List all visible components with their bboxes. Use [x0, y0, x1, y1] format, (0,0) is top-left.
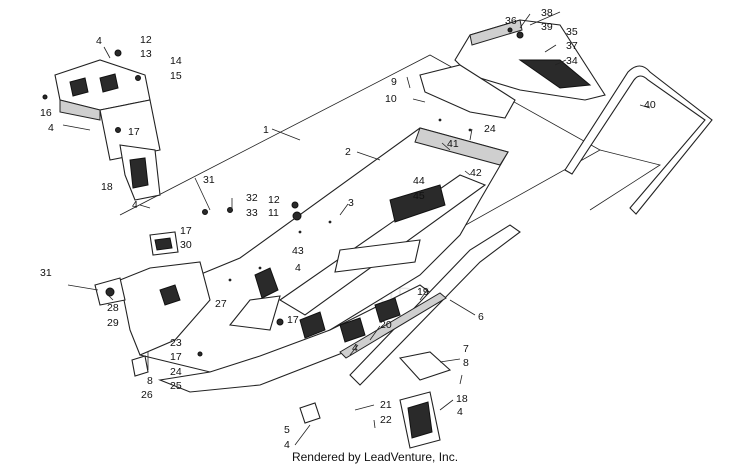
callout-4-c: 4 [132, 199, 138, 211]
callout-18-b: 18 [456, 393, 468, 405]
callout-4-d: 4 [295, 262, 301, 274]
callout-7: 7 [463, 343, 469, 355]
left-side-rail [157, 267, 442, 393]
leader-lines [62, 11, 651, 446]
seat-base [454, 19, 606, 101]
callout-4-a: 4 [96, 35, 102, 47]
callout-8-b: 8 [147, 375, 153, 387]
callout-30: 30 [180, 239, 192, 251]
callout-5: 5 [284, 424, 290, 436]
callout-23: 23 [170, 337, 182, 349]
callout-27: 27 [215, 298, 227, 310]
callout-19: 19 [417, 286, 429, 298]
callout-28: 28 [107, 302, 119, 314]
bracket-30 [149, 231, 179, 256]
footrest-plate-right [399, 391, 441, 449]
callout-34: 34 [566, 55, 578, 67]
callout-13: 13 [140, 48, 152, 60]
callout-16: 16 [40, 107, 52, 119]
footrest-plate-left [119, 144, 161, 201]
callout-24-a: 24 [484, 123, 496, 135]
callout-9: 9 [391, 76, 397, 88]
callout-22: 22 [380, 414, 392, 426]
callout-3: 3 [348, 197, 354, 209]
callout-12-a: 12 [140, 34, 152, 46]
fasteners [42, 27, 524, 357]
bracket-7 [398, 351, 452, 381]
callout-41: 41 [447, 138, 459, 150]
callout-31-a: 31 [203, 174, 215, 186]
callout-labels: 1 2 3 4 4 4 4 4 4 4 5 6 7 8 8 9 10 11 12… [40, 7, 656, 451]
footer-credit: Rendered by LeadVenture, Inc. [291, 450, 459, 464]
rail-19 [339, 292, 447, 359]
callout-2: 2 [345, 146, 351, 158]
callout-40: 40 [644, 99, 656, 111]
callout-17-b: 17 [180, 225, 192, 237]
rear-bumper [564, 65, 713, 215]
callout-8-a: 8 [463, 357, 469, 369]
rear-panel [419, 64, 516, 119]
callout-42: 42 [470, 167, 482, 179]
callout-37: 37 [566, 40, 578, 52]
callout-43: 43 [292, 245, 304, 257]
callout-4-f: 4 [457, 406, 463, 418]
callout-4-g: 4 [284, 439, 290, 451]
callout-38: 38 [541, 7, 553, 19]
chassis-frame [139, 118, 509, 373]
callout-10: 10 [385, 93, 397, 105]
callout-32: 32 [246, 192, 258, 204]
callout-4-b: 4 [48, 122, 54, 134]
callout-15: 15 [170, 70, 182, 82]
steering-bracket [54, 59, 161, 161]
callout-21: 21 [380, 399, 392, 411]
bracket-26 [131, 355, 149, 377]
callout-1: 1 [263, 124, 269, 136]
callout-17-d: 17 [170, 351, 182, 363]
callout-33: 33 [246, 207, 258, 219]
callout-18-a: 18 [101, 181, 113, 193]
callout-6: 6 [478, 311, 484, 323]
front-bulkhead [94, 261, 211, 356]
callout-39: 39 [541, 21, 553, 33]
assembly-outline [119, 54, 661, 246]
callout-4-e: 4 [352, 342, 358, 354]
bracket-5 [299, 402, 321, 424]
callout-11: 11 [268, 207, 279, 219]
callout-25: 25 [170, 380, 182, 392]
callout-14: 14 [170, 55, 182, 67]
callout-44: 44 [413, 175, 425, 187]
callout-45: 45 [413, 190, 425, 202]
callout-24-b: 24 [170, 366, 182, 378]
callout-20: 20 [380, 319, 392, 331]
callout-17-a: 17 [128, 126, 140, 138]
callout-35: 35 [566, 26, 578, 38]
callout-12-b: 12 [268, 194, 280, 206]
callout-31-b: 31 [40, 267, 52, 279]
callout-29: 29 [107, 317, 119, 329]
callout-17-c: 17 [287, 314, 299, 326]
callout-26: 26 [141, 389, 153, 401]
callout-36: 36 [505, 15, 517, 27]
